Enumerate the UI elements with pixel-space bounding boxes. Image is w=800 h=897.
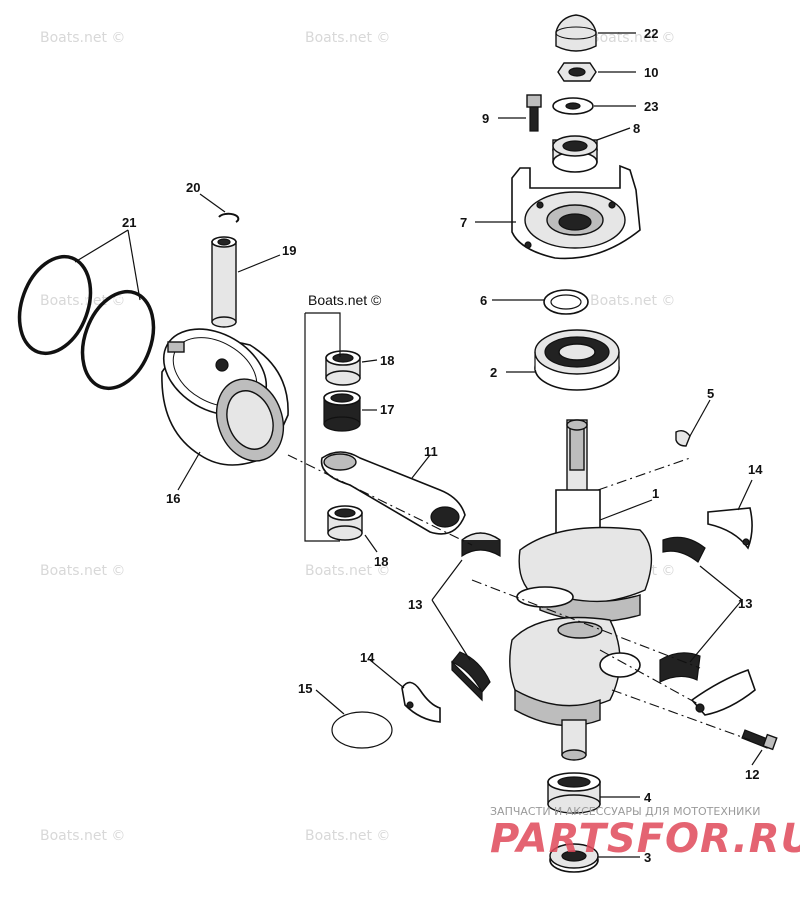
callout-20: 20 bbox=[186, 180, 200, 195]
callout-16: 16 bbox=[166, 491, 180, 506]
part-2-ball-bearing bbox=[534, 329, 620, 391]
callout-15: 15 bbox=[298, 681, 312, 696]
part-10-nut bbox=[557, 62, 597, 82]
part-3-seal bbox=[549, 843, 599, 873]
callout-4: 4 bbox=[644, 790, 652, 805]
callout-3: 3 bbox=[644, 850, 651, 865]
callout-14-upper: 14 bbox=[748, 462, 763, 477]
part-13-needle-cage-4 bbox=[659, 652, 701, 683]
callout-17: 17 bbox=[380, 402, 394, 417]
callout-7: 7 bbox=[460, 215, 467, 230]
watermark: Boats.net © bbox=[590, 30, 675, 46]
part-13-needle-cage-1 bbox=[461, 532, 501, 558]
callout-10: 10 bbox=[644, 65, 658, 80]
watermark: Boats.net © bbox=[305, 30, 390, 46]
callout-1: 1 bbox=[652, 486, 659, 501]
watermark: Boats.net © bbox=[40, 293, 125, 309]
part-22-cap bbox=[555, 14, 597, 52]
part-7-upper-bearing-housing bbox=[511, 164, 641, 260]
part-5-key bbox=[675, 429, 691, 447]
callout-14-lower: 14 bbox=[360, 650, 375, 665]
watermark-dark: Boats.net © bbox=[308, 292, 382, 308]
watermark: Boats.net © bbox=[305, 828, 390, 844]
part-19-piston-pin bbox=[211, 236, 237, 328]
callout-2: 2 bbox=[490, 365, 497, 380]
brand-tagline: ЗАПЧАСТИ И АКСЕССУАРЫ ДЛЯ МОТОТЕХНИКИ bbox=[490, 805, 760, 818]
part-14-bearing-cap-upper bbox=[707, 507, 753, 550]
watermark: Boats.net © bbox=[590, 293, 675, 309]
callout-18-lower: 18 bbox=[374, 554, 388, 569]
part-8-seal bbox=[552, 135, 598, 173]
brand-logo: ЗАПЧАСТИ И АКСЕССУАРЫ ДЛЯ МОТОТЕХНИКИ PA… bbox=[490, 805, 800, 862]
watermark: Boats.net © bbox=[40, 30, 125, 46]
callout-13-right: 13 bbox=[738, 596, 752, 611]
part-12-screw bbox=[741, 729, 778, 751]
part-16-piston bbox=[161, 328, 289, 466]
callout-numbers: 22 10 23 9 8 7 6 2 5 1 20 19 21 18 17 16… bbox=[122, 26, 763, 865]
callout-9: 9 bbox=[482, 111, 489, 126]
callout-21: 21 bbox=[122, 215, 136, 230]
callout-19: 19 bbox=[282, 243, 296, 258]
part-6-ring bbox=[543, 289, 589, 315]
callout-13-left: 13 bbox=[408, 597, 422, 612]
part-1-crankshaft bbox=[509, 419, 653, 761]
part-14-bearing-cap-lower bbox=[401, 681, 441, 723]
leader-lines bbox=[74, 32, 763, 858]
callout-6: 6 bbox=[480, 293, 487, 308]
part-20-circlip bbox=[218, 212, 240, 223]
callout-23: 23 bbox=[644, 99, 658, 114]
part-11-connecting-rod bbox=[320, 451, 466, 535]
callout-18-upper: 18 bbox=[380, 353, 394, 368]
part-17-needle-bearing bbox=[323, 390, 361, 432]
part-13-needle-cage-3 bbox=[662, 536, 706, 563]
brand-name: PARTSFOR.RU bbox=[490, 816, 800, 862]
part-23-washer bbox=[552, 97, 594, 115]
part-21-piston-rings bbox=[17, 254, 156, 391]
watermark: Boats.net © bbox=[305, 563, 390, 579]
callout-5: 5 bbox=[707, 386, 714, 401]
part-18-bushing-lower bbox=[327, 505, 363, 541]
callout-22: 22 bbox=[644, 26, 658, 41]
part-9-screw bbox=[526, 94, 542, 132]
callout-12: 12 bbox=[745, 767, 759, 782]
part-4-lower-bearing bbox=[547, 772, 601, 814]
watermark: Boats.net © bbox=[40, 563, 125, 579]
part-18-bushing-upper bbox=[325, 350, 361, 386]
callout-8: 8 bbox=[633, 121, 640, 136]
callout-11: 11 bbox=[424, 444, 438, 459]
part-13-needle-cage-2 bbox=[451, 651, 491, 702]
part-14-bearing-cap-right bbox=[690, 668, 756, 716]
watermark: Boats.net © bbox=[40, 828, 125, 844]
part-15-gasket bbox=[331, 711, 393, 749]
